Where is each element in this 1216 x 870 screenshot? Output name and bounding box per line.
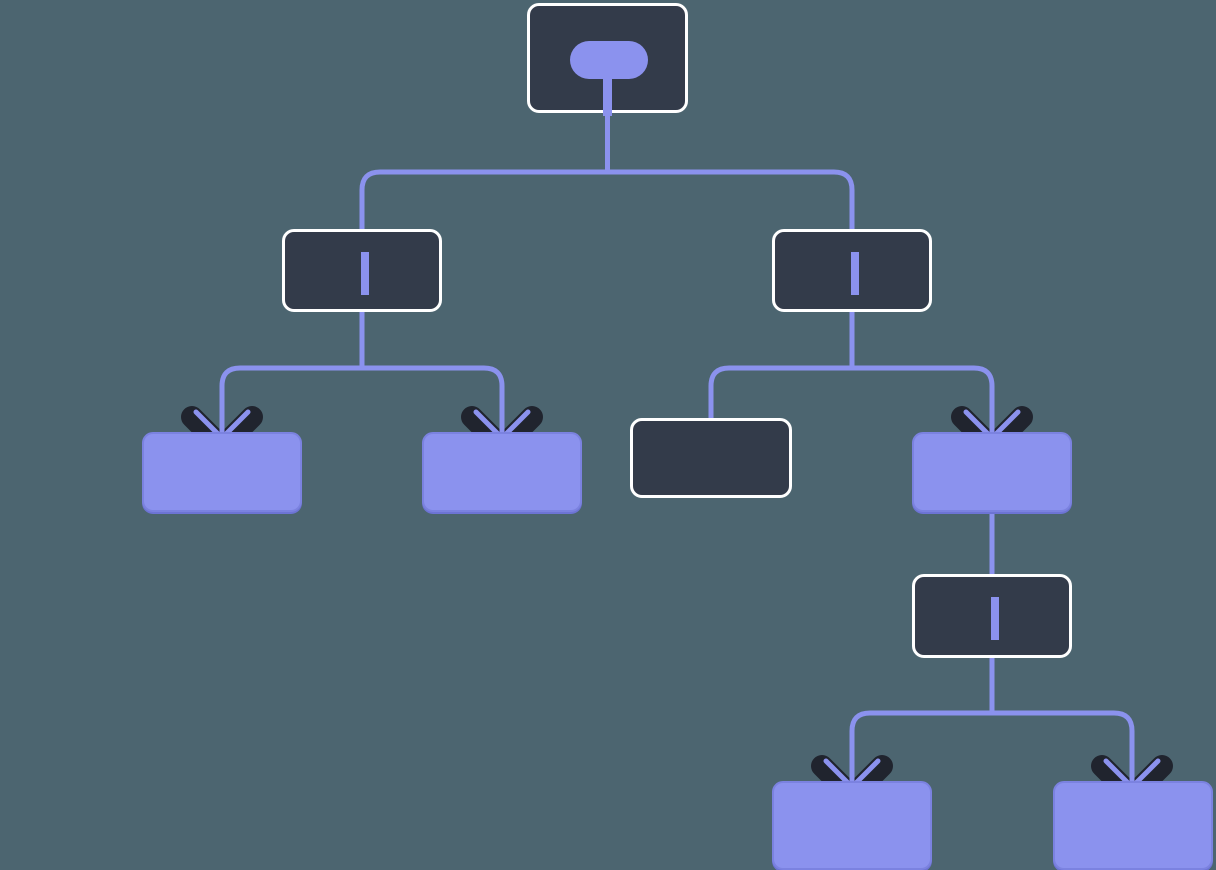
root-node[interactable] [527, 3, 688, 116]
root-pill-stem [603, 79, 612, 116]
level2-purple-node[interactable] [912, 432, 1072, 512]
level1-left-inner-line [361, 252, 369, 295]
leaf-node-c[interactable] [772, 781, 932, 870]
leaf-node-a[interactable] [142, 432, 302, 512]
edge-level1-left-bus [219, 365, 505, 432]
leaf-node-b[interactable] [422, 432, 582, 512]
leaf-node-d[interactable] [1053, 781, 1213, 870]
level1-right-node[interactable] [772, 229, 932, 312]
edge-bus-level1 [359, 169, 855, 229]
edge-level3-bus [849, 710, 1135, 781]
level1-right-inner-line [851, 252, 859, 295]
level2-dark-node[interactable] [630, 418, 792, 498]
level3-dark-node[interactable] [912, 574, 1072, 658]
level1-left-node[interactable] [282, 229, 442, 312]
level3-inner-line [991, 597, 999, 640]
root-pill-shape [570, 41, 648, 79]
